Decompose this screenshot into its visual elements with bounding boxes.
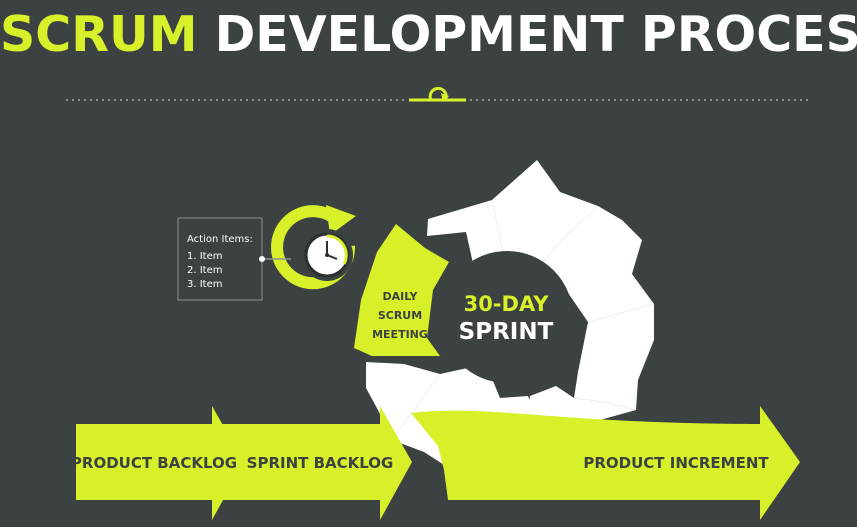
sprint-label: SPRINT	[459, 319, 554, 345]
action-box-item: 3. Item	[187, 279, 222, 290]
sprint-arrow-segment	[427, 200, 504, 268]
title-accent-word: SCRUM	[0, 6, 198, 63]
daily-scrum-arrow	[354, 224, 449, 356]
product-backlog-arrow	[76, 406, 244, 520]
action-box-frame	[177, 217, 263, 301]
product-backlog-label: PRODUCT BACKLOG	[71, 454, 237, 472]
sprint-arrow-segment	[492, 160, 598, 270]
clock-icon	[271, 205, 356, 290]
action-box-heading: Action Items:	[187, 234, 253, 245]
sprint-backlog-label: SPRINT BACKLOG	[247, 454, 394, 472]
sprint-duration: 30-DAY	[464, 292, 550, 316]
sprint-backlog-arrow	[216, 406, 412, 520]
title-rest-words: DEVELOPMENT PROCESS	[214, 6, 857, 63]
product-increment-arrow	[411, 406, 800, 520]
page-title: SCRUM DEVELOPMENT PROCESS	[0, 2, 857, 68]
daily-label-line: DAILY	[383, 290, 419, 303]
title-divider	[66, 86, 812, 102]
daily-scrum-label: DAILY SCRUM MEETING	[372, 290, 428, 341]
sprint-arrow-segment	[574, 304, 654, 410]
action-box-item: 2. Item	[187, 265, 222, 276]
product-increment-label: PRODUCT INCREMENT	[583, 454, 769, 472]
connector-dot	[259, 256, 265, 262]
sprint-center	[441, 251, 573, 383]
daily-label-line: SCRUM	[378, 309, 422, 322]
sprint-arrow-segment	[536, 206, 654, 322]
action-box-item: 1. Item	[187, 251, 222, 262]
daily-label-line: MEETING	[372, 328, 428, 341]
action-items-box: Action Items: 1. Item 2. Item 3. Item	[177, 217, 263, 301]
cycle-arrow-icon	[409, 86, 466, 102]
sprint-arrow-segment	[526, 386, 636, 426]
